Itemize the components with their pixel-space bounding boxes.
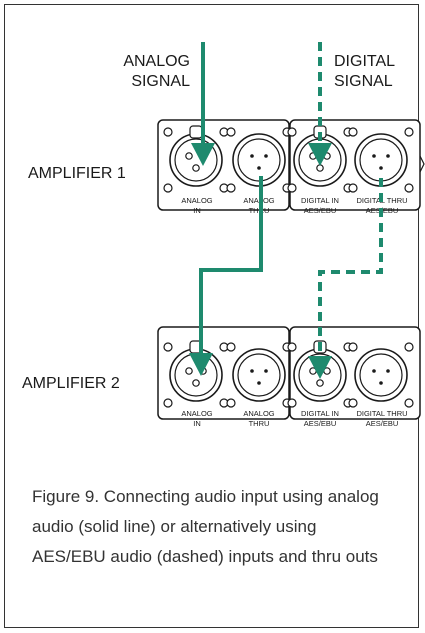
connector-inner-ring xyxy=(237,353,281,397)
analog-in-arrow-amp2 xyxy=(189,353,213,376)
amplifier-1-edge-tab xyxy=(419,155,425,173)
amp1-analog-in-label-1: ANALOG xyxy=(181,196,212,205)
mounting-hole xyxy=(287,127,297,137)
connector-inner-ring xyxy=(174,138,218,182)
pin xyxy=(264,154,268,158)
pin xyxy=(372,369,376,373)
pin xyxy=(379,166,383,170)
figure-frame xyxy=(4,4,419,628)
pin xyxy=(379,381,383,385)
pin xyxy=(257,381,261,385)
pin xyxy=(264,369,268,373)
connector-outer-ring xyxy=(354,348,408,402)
pin xyxy=(250,154,254,158)
amplifier-2-panel: ANALOG IN ANALOG THRU DIGITAL IN AES/EBU… xyxy=(157,326,421,428)
digital-thru-cable xyxy=(318,178,383,362)
mounting-hole xyxy=(226,398,236,408)
mounting-hole xyxy=(163,127,173,137)
amp2-digital-thru-label-2: AES/EBU xyxy=(366,419,399,428)
analog-thru-cable xyxy=(199,176,263,360)
digital-signal-label-line2: SIGNAL xyxy=(334,73,393,90)
amp2-digital-thru-label-1: DIGITAL THRU xyxy=(356,409,407,418)
analog-signal-label-line1: ANALOG xyxy=(123,53,190,70)
amp2-digital-in-label-2: AES/EBU xyxy=(304,419,337,428)
pin-socket xyxy=(192,379,200,387)
latch-tab xyxy=(189,125,203,139)
amp2-digital-in-label-1: DIGITAL IN xyxy=(301,409,339,418)
digital-in-arrow-amp2 xyxy=(308,356,332,379)
amp2-analog-thru-label-1: ANALOG xyxy=(243,409,274,418)
mounting-hole xyxy=(287,398,297,408)
mounting-hole xyxy=(163,342,173,352)
pin-socket xyxy=(316,379,324,387)
amp1-digital-in-label-1: DIGITAL IN xyxy=(301,196,339,205)
connector-inner-ring xyxy=(298,353,342,397)
mounting-hole xyxy=(348,398,358,408)
amplifier-1-label: AMPLIFIER 1 xyxy=(28,165,126,182)
pin-socket xyxy=(192,164,200,172)
mounting-hole xyxy=(348,183,358,193)
amp1-digital-thru-connector xyxy=(348,127,414,193)
mounting-hole xyxy=(163,183,173,193)
mounting-hole xyxy=(163,398,173,408)
connector-inner-ring xyxy=(359,353,403,397)
amp1-analog-in-label-2: IN xyxy=(193,206,201,215)
amp2-analog-thru-connector xyxy=(226,342,292,408)
amp2-analog-in-label-1: ANALOG xyxy=(181,409,212,418)
mounting-hole xyxy=(287,183,297,193)
signal-paths xyxy=(189,42,383,379)
pin xyxy=(372,154,376,158)
mounting-hole xyxy=(404,342,414,352)
pin xyxy=(386,154,390,158)
mounting-hole xyxy=(348,127,358,137)
pin xyxy=(257,166,261,170)
mounting-hole xyxy=(404,183,414,193)
amp2-digital-thru-connector xyxy=(348,342,414,408)
mounting-hole xyxy=(404,127,414,137)
amplifier-2-label: AMPLIFIER 2 xyxy=(22,375,120,392)
connector-outer-ring xyxy=(232,348,286,402)
mounting-hole xyxy=(404,398,414,408)
digital-in-arrow-amp1 xyxy=(308,143,332,166)
amp2-analog-in-label-2: IN xyxy=(193,419,201,428)
pin xyxy=(386,369,390,373)
digital-signal-label-line1: DIGITAL xyxy=(334,53,395,70)
analog-signal-label-line2: SIGNAL xyxy=(131,73,190,90)
amplifier-1-panel: ANALOG IN ANALOG THRU DIGITAL IN AES/EBU… xyxy=(157,119,425,215)
figure-caption: Figure 9. Connecting audio input using a… xyxy=(32,487,379,566)
pin-socket xyxy=(185,152,193,160)
pin-socket xyxy=(185,367,193,375)
mounting-hole xyxy=(226,127,236,137)
mounting-hole xyxy=(226,183,236,193)
analog-in-arrow-amp1 xyxy=(191,143,215,166)
connector-outer-ring xyxy=(169,133,223,187)
mounting-hole xyxy=(226,342,236,352)
amp1-digital-in-label-2: AES/EBU xyxy=(304,206,337,215)
pin xyxy=(250,369,254,373)
mounting-hole xyxy=(348,342,358,352)
mounting-hole xyxy=(287,342,297,352)
amp2-analog-thru-label-2: THRU xyxy=(249,419,270,428)
